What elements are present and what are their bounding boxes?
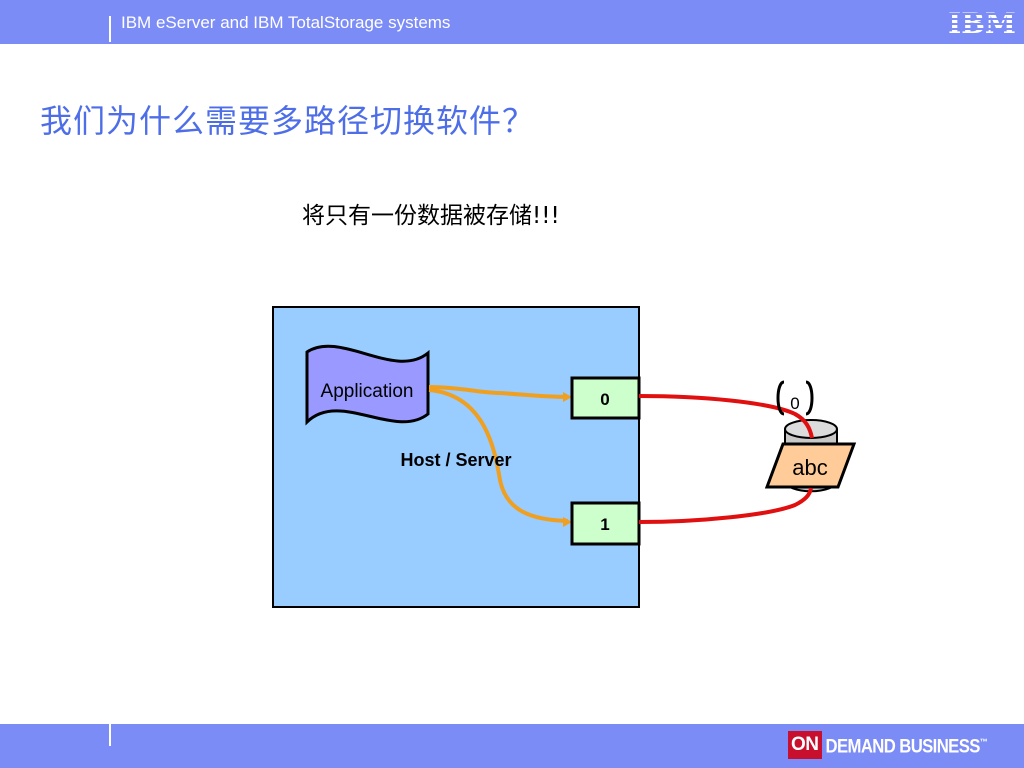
arrow-head-port-0 xyxy=(563,392,572,402)
ibm-logo: IBM xyxy=(947,7,1017,37)
on-demand-brand: DEMAND BUSINESS xyxy=(825,736,980,758)
header-text: IBM eServer and IBM TotalStorage systems xyxy=(121,13,451,32)
slide-title: 我们为什么需要多路径切换软件？ xyxy=(40,102,536,140)
on-demand-on-badge: ON xyxy=(788,731,822,759)
port-1-label: 1 xyxy=(600,515,609,534)
path-app-to-port-1 xyxy=(428,388,569,523)
path-app-to-port-0 xyxy=(428,385,569,399)
application-label: Application xyxy=(321,381,414,402)
trademark-symbol: ™ xyxy=(979,737,987,748)
lun-bracket-left xyxy=(776,380,785,416)
path-port-0-to-storage-end xyxy=(793,412,814,439)
lun-label: 0 xyxy=(790,394,799,413)
port-0-box xyxy=(570,376,641,420)
slide-subtitle: 将只有一份数据被存储!!! xyxy=(302,203,560,229)
storage-label-box xyxy=(764,442,857,489)
host-server-label: Host / Server xyxy=(400,450,511,470)
footer-bar xyxy=(0,724,1024,768)
lun-bracket-right xyxy=(805,380,814,416)
header-divider xyxy=(109,16,111,42)
on-demand-business-logo: ON DEMAND BUSINESS™ xyxy=(788,731,1009,759)
header-bar xyxy=(0,0,1024,44)
svg-text:IBM: IBM xyxy=(948,7,1016,37)
application-shape xyxy=(305,344,430,426)
port-0-label: 0 xyxy=(600,390,609,409)
on-demand-text: DEMAND BUSINESS™ xyxy=(822,728,987,761)
footer-divider xyxy=(109,722,111,746)
host-server-box xyxy=(272,306,640,608)
arrow-head-port-1 xyxy=(563,517,572,527)
storage-label: abc xyxy=(792,455,827,480)
path-port-1-to-storage xyxy=(638,487,813,524)
